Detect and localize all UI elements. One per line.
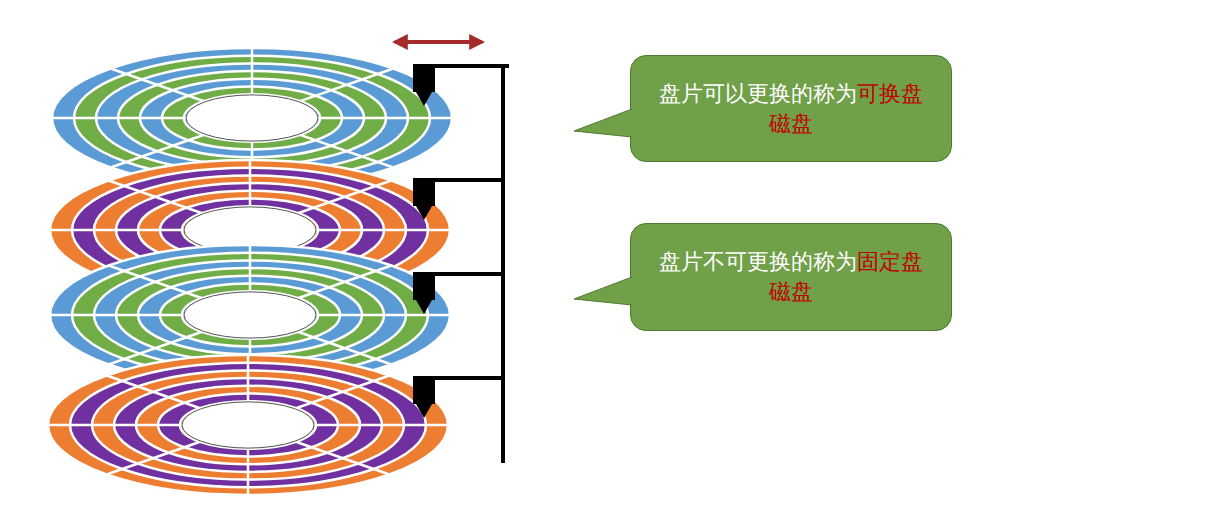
- callout-tail: [631, 56, 632, 57]
- callout-bubble: 盘片不可更换的称为固定盘磁盘: [630, 223, 952, 331]
- callout-phrase: 盘片可以更换的称为: [659, 81, 857, 106]
- callout-text: 盘片不可更换的称为固定盘磁盘: [649, 247, 933, 306]
- head: [413, 178, 435, 220]
- callout-tail: [631, 224, 632, 225]
- head: [413, 376, 435, 418]
- head: [413, 64, 435, 106]
- seek-arrow: [395, 40, 482, 44]
- head: [413, 272, 435, 314]
- callout-text: 盘片可以更换的称为可换盘磁盘: [649, 79, 933, 138]
- callout-phrase: 盘片不可更换的称为: [659, 249, 857, 274]
- callout-bubble: 盘片可以更换的称为可换盘磁盘: [630, 55, 952, 162]
- read-write-heads: [413, 64, 435, 418]
- platter-stack: [48, 48, 452, 495]
- platter: [48, 355, 448, 495]
